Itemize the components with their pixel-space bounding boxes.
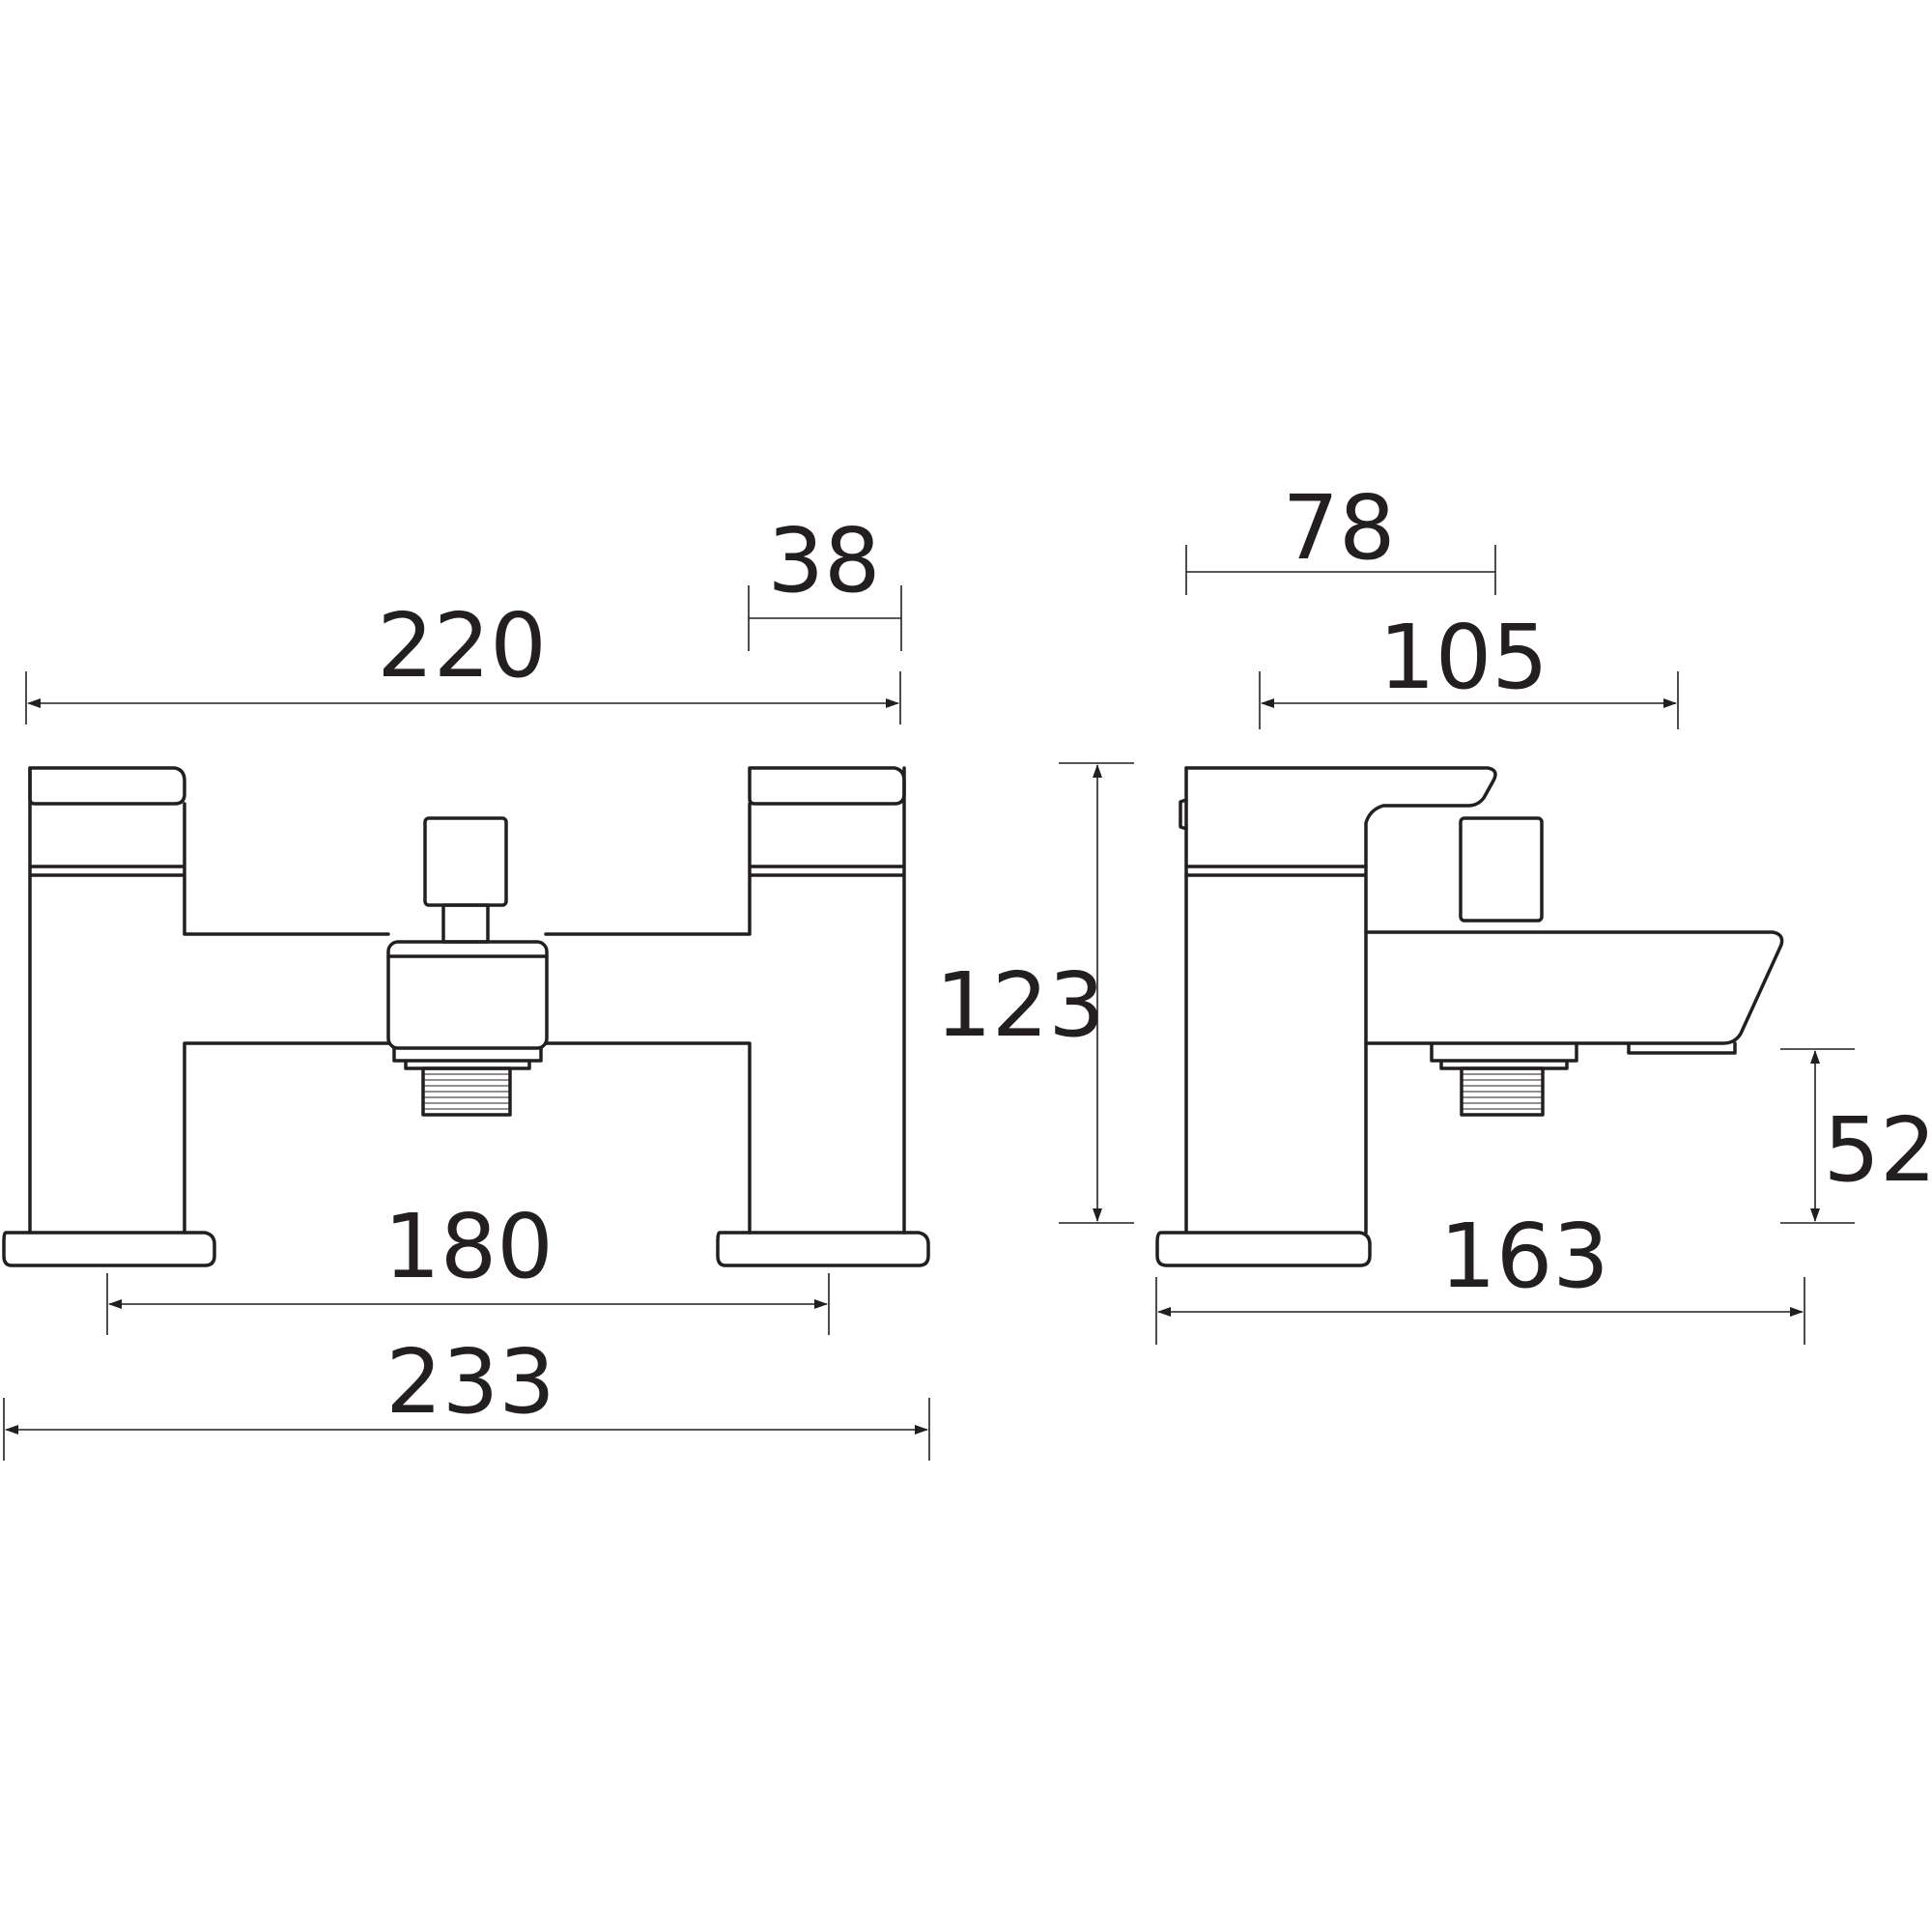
diverter-stem [441,903,490,944]
side-view: 78 105 123 52 163 [935,476,1932,1345]
left-base-plate [2,1231,216,1267]
side-handle-lever [1184,766,1497,868]
dimension-123: 123 [935,762,1134,1224]
side-collar [1184,865,1368,1235]
side-handle-stub [1179,798,1188,831]
side-spout [1364,930,1784,1045]
label-38: 38 [767,509,880,612]
left-tap-body [28,766,390,1235]
dimension-163: 163 [1155,1205,1805,1345]
side-outlet-collar [1430,1041,1578,1070]
dimension-38: 38 [748,509,902,651]
side-threaded-outlet [1460,1066,1545,1117]
side-base-plate [1155,1231,1372,1267]
label-105: 105 [1378,606,1548,709]
label-180: 180 [384,1195,554,1298]
label-220: 220 [377,594,547,697]
spout-outlet-collar [392,1046,543,1070]
right-handle-lever [748,766,906,806]
dimension-180: 180 [106,1195,830,1335]
dimension-52: 52 [1780,1048,1932,1224]
dimension-220: 220 [25,594,901,724]
diverter-knob [423,816,508,907]
side-spout-aerator [1627,1041,1737,1055]
left-handle-lever [28,766,186,806]
label-233: 233 [385,1330,555,1434]
right-base-plate [716,1231,930,1267]
dimension-233: 233 [3,1330,930,1461]
right-tap-body [544,766,906,1235]
label-78: 78 [1282,476,1395,580]
front-threaded-outlet [421,1066,512,1117]
side-diverter-knob [1459,816,1544,923]
label-163: 163 [1439,1205,1609,1308]
front-view: 220 38 180 233 [2,509,930,1461]
label-123: 123 [935,953,1105,1057]
spout-housing [386,940,549,1050]
dimension-78: 78 [1185,476,1496,595]
label-52: 52 [1823,1098,1932,1202]
dimension-105: 105 [1259,606,1679,729]
